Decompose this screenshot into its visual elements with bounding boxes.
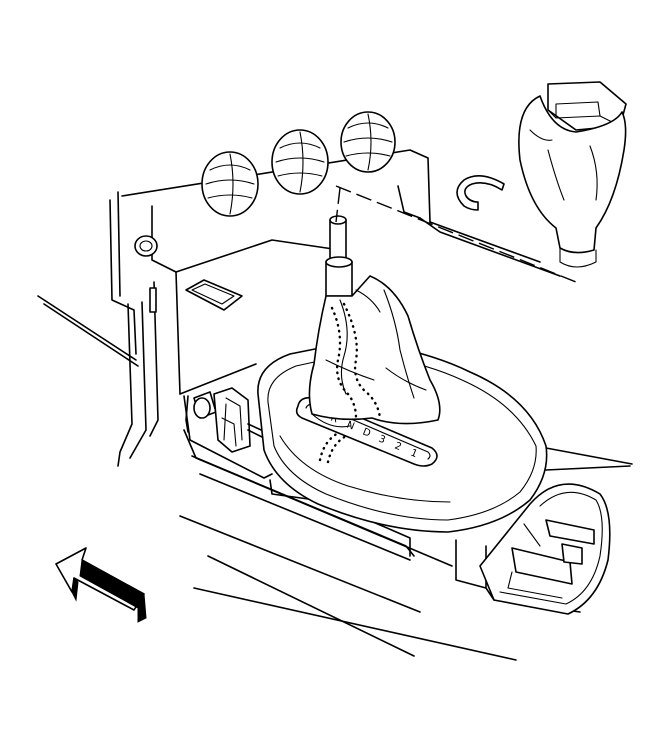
- frame-bolt: [134, 235, 158, 257]
- frame-tab: [149, 287, 157, 313]
- shift-boot: [308, 275, 441, 428]
- console-rear-frame: [109, 149, 561, 467]
- left-panel-edge-line: [37, 295, 137, 361]
- shift-lever-rod: [325, 215, 353, 297]
- left-panel-edge-line-2: [43, 303, 139, 367]
- hvac-control-knob-left: [201, 151, 259, 217]
- console-front-tray: [479, 483, 611, 615]
- hvac-control-knob-center: [271, 129, 329, 195]
- gear-letter-1: 1: [409, 448, 419, 461]
- bezel-stitching-2: [326, 434, 348, 464]
- retaining-clip-icon: [456, 175, 505, 211]
- frame-slot: [185, 279, 243, 311]
- assembly-guide-line-2: [335, 187, 341, 223]
- boot-stitching-right: [342, 302, 382, 420]
- hvac-control-knob-right: [340, 111, 396, 173]
- boot-stitching-left: [330, 306, 358, 420]
- front-direction-arrow: [55, 547, 147, 623]
- gear-letter-3: 3: [377, 434, 387, 447]
- gear-letter-2: 2: [393, 441, 403, 454]
- bezel-stitching: [318, 430, 342, 462]
- gear-letter-d: D: [361, 427, 373, 440]
- shift-knob-icon: [518, 81, 627, 268]
